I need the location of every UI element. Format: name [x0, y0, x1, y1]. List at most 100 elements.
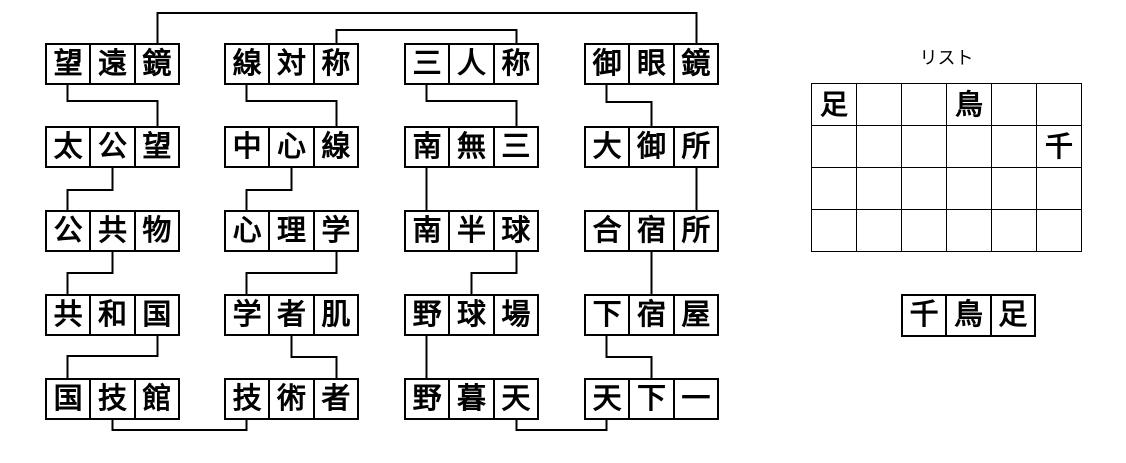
kanji-cell-c0-r0-2: 鏡: [133, 45, 178, 83]
kanji-cell-c2-r3-1: 球: [448, 296, 492, 334]
kanji-cell-c3-r3-2: 屋: [672, 296, 717, 334]
word-box-c1-r4: 技術者: [224, 378, 359, 420]
kanji-cell-c1-r4-1: 術: [268, 380, 312, 418]
connection-line-国: [66, 336, 159, 378]
word-box-c0-r1: 太公望: [45, 126, 180, 168]
list-cell-r4c2[interactable]: [856, 209, 902, 252]
word-box-c3-r4: 天下一: [584, 378, 719, 420]
kanji-cell-c3-r4-2: 一: [672, 380, 717, 418]
word-box-c2-r2: 南半球: [404, 210, 539, 252]
kanji-cell-c2-r0-0: 三: [412, 47, 442, 80]
kanji-cell-c2-r0-2: 称: [492, 45, 537, 83]
kanji-cell-c3-r1-2: 所: [672, 128, 717, 166]
word-box-c0-r2: 公共物: [45, 210, 180, 252]
kanji-cell-c0-r3-0: 共: [53, 298, 83, 331]
list-cell-r2c3[interactable]: [901, 125, 947, 168]
word-box-c1-r1: 中心線: [224, 126, 359, 168]
kanji-cell-c2-r3-2: 場: [492, 296, 537, 334]
word-box-c2-r0: 三人称: [404, 43, 539, 85]
kanji-cell-c3-r0-2: 鏡: [672, 45, 717, 83]
list-cell-r2c4[interactable]: [946, 125, 992, 168]
connection-line-公: [66, 168, 114, 210]
connection-line-称: [335, 29, 518, 43]
list-cell-r3c2[interactable]: [856, 167, 902, 210]
list-cell-r2c2[interactable]: [856, 125, 902, 168]
list-grid-row: [811, 167, 1082, 210]
word-box-c3-r0: 御眼鏡: [584, 43, 719, 85]
kanji-cell-c1-r3-1: 者: [268, 296, 312, 334]
connection-line-三: [425, 85, 518, 126]
list-cell-r1c2[interactable]: [856, 83, 902, 126]
list-cell-r3c6[interactable]: [1036, 167, 1082, 210]
kanji-cell-c1-r0-2: 称: [312, 45, 357, 83]
kanji-cell-c3-r1-0: 大: [592, 130, 622, 163]
connection-line-球: [470, 252, 518, 294]
word-box-c2-r3: 野球場: [404, 294, 539, 336]
kanji-cell-c3-r1-1: 御: [628, 128, 672, 166]
answer-cell-2: 鳥: [945, 296, 989, 335]
list-cell-r3c4[interactable]: [946, 167, 992, 210]
list-grid: 足鳥千: [811, 83, 1082, 252]
list-cell-r4c3[interactable]: [901, 209, 947, 252]
list-cell-r1c4: 鳥: [946, 83, 992, 126]
kanji-cell-c0-r3-2: 国: [133, 296, 178, 334]
kanji-cell-c3-r4-1: 下: [628, 380, 672, 418]
connection-line-御: [605, 85, 653, 126]
kanji-cell-c0-r1-2: 望: [133, 128, 178, 166]
connection-line-線: [245, 85, 338, 126]
kanji-cell-c3-r0-0: 御: [592, 47, 622, 80]
connection-line-学: [245, 252, 338, 294]
kanji-cell-c3-r4-0: 天: [592, 382, 622, 415]
answer-cell-1: 千: [909, 299, 939, 331]
word-box-c2-r4: 野暮天: [404, 378, 539, 420]
word-box-c1-r3: 学者肌: [224, 294, 359, 336]
answer-cell-3: 足: [989, 296, 1034, 335]
kanji-cell-c0-r0-1: 遠: [89, 45, 133, 83]
word-box-c0-r3: 共和国: [45, 294, 180, 336]
list-cell-r1c3[interactable]: [901, 83, 947, 126]
kanji-cell-c1-r0-1: 対: [268, 45, 312, 83]
list-cell-r4c4[interactable]: [946, 209, 992, 252]
list-title: リスト: [919, 48, 974, 68]
kanji-cell-c1-r1-1: 心: [268, 128, 312, 166]
connection-line-天: [515, 420, 608, 431]
list-cell-r4c5[interactable]: [991, 209, 1037, 252]
word-box-c2-r1: 南無三: [404, 126, 539, 168]
kanji-cell-c2-r2-0: 南: [412, 214, 442, 247]
kanji-cell-c0-r1-1: 公: [89, 128, 133, 166]
list-cell-r4c6[interactable]: [1036, 209, 1082, 252]
kanji-cell-c2-r0-1: 人: [448, 45, 492, 83]
kanji-cell-c0-r1-0: 太: [53, 130, 83, 163]
kanji-cell-c2-r4-1: 暮: [448, 380, 492, 418]
list-cell-r2c1[interactable]: [811, 125, 857, 168]
kanji-cell-c1-r1-0: 中: [232, 130, 262, 163]
kanji-cell-c1-r0-0: 線: [232, 47, 262, 80]
connection-line-共: [66, 252, 114, 294]
kanji-cell-c1-r2-2: 学: [312, 212, 357, 250]
kanji-cell-c0-r0-0: 望: [53, 47, 83, 80]
word-box-c1-r0: 線対称: [224, 43, 359, 85]
kanji-cell-c1-r3-0: 学: [232, 298, 262, 331]
kanji-cell-c1-r1-2: 線: [312, 128, 357, 166]
list-cell-r2c5[interactable]: [991, 125, 1037, 168]
kanji-cell-c3-r0-1: 眼: [628, 45, 672, 83]
kanji-cell-c3-r2-0: 合: [592, 214, 622, 247]
word-box-c1-r2: 心理学: [224, 210, 359, 252]
kanji-cell-c2-r1-2: 三: [492, 128, 537, 166]
list-cell-r4c1[interactable]: [811, 209, 857, 252]
list-cell-r1c6[interactable]: [1036, 83, 1082, 126]
kanji-cell-c1-r4-0: 技: [232, 382, 262, 415]
kanji-cell-c2-r4-2: 天: [492, 380, 537, 418]
connection-line-下: [605, 336, 653, 378]
list-cell-r3c3[interactable]: [901, 167, 947, 210]
list-grid-row: [811, 209, 1082, 252]
connection-line-心: [245, 168, 293, 210]
kanji-cell-c0-r2-1: 共: [89, 212, 133, 250]
connection-line-望: [66, 85, 159, 126]
list-cell-r3c1[interactable]: [811, 167, 857, 210]
answer-box: 千鳥足: [901, 294, 1036, 337]
list-cell-r1c5[interactable]: [991, 83, 1037, 126]
kanji-cell-c1-r4-2: 者: [312, 380, 357, 418]
list-cell-r1c1: 足: [811, 83, 857, 126]
list-cell-r3c5[interactable]: [991, 167, 1037, 210]
